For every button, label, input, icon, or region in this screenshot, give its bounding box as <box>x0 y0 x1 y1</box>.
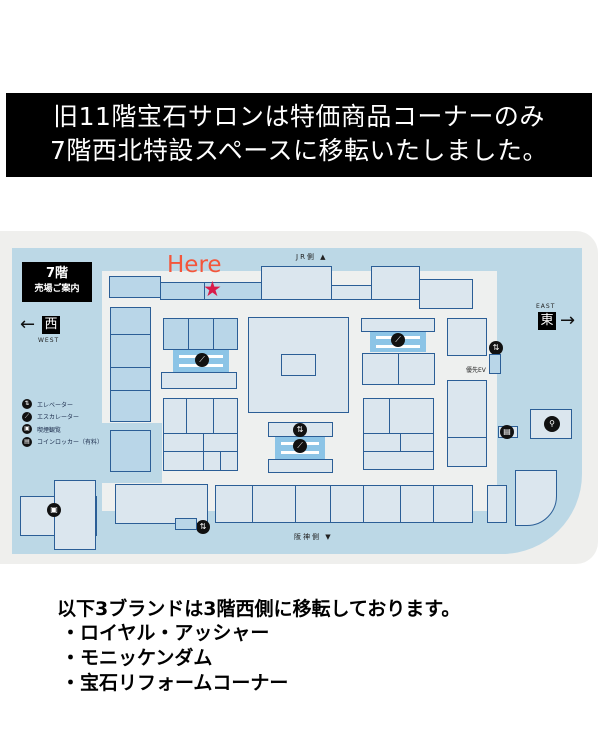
elevator-icon: ⇅ <box>489 341 503 355</box>
east-english: EAST <box>536 303 556 310</box>
priority-elevator[interactable] <box>489 354 501 374</box>
priority-elevator[interactable] <box>175 518 197 530</box>
shop-block[interactable] <box>203 451 221 471</box>
west-label: 西 <box>42 316 60 334</box>
elevator-icon: ⇅ <box>22 399 32 409</box>
current-location-star-icon: ★ <box>203 277 222 301</box>
shop-block[interactable] <box>361 318 435 332</box>
shop-block[interactable] <box>331 285 372 300</box>
brand-item: ・宝石リフォームコーナー <box>61 672 289 694</box>
shop-block[interactable] <box>188 318 214 350</box>
legend-item: ⇅エレベーター <box>22 398 103 410</box>
east-arrow-icon: → <box>560 310 576 331</box>
shop-block[interactable] <box>161 372 237 389</box>
southwest-block-part[interactable] <box>54 480 96 550</box>
shop-block[interactable] <box>110 334 151 368</box>
shop-block[interactable] <box>109 276 161 298</box>
banner-line-1: 旧11階宝石サロンは特価商品コーナーのみ <box>53 102 545 131</box>
shop-block[interactable] <box>363 451 434 470</box>
shop-block[interactable] <box>447 380 487 438</box>
shop-block[interactable] <box>268 459 333 473</box>
escalator-icon: ⟋ <box>391 333 405 347</box>
announcement-banner: 旧11階宝石サロンは特価商品コーナーのみ 7階西北特設スペースに移転いたしました… <box>6 93 592 177</box>
restroom-icon: ⚲ <box>544 416 560 432</box>
brand-item: ・モニッケンダム <box>61 647 213 669</box>
shop-block[interactable] <box>371 266 420 300</box>
smoking-area-icon: ▣ <box>47 503 61 517</box>
map-legend: ⇅エレベーター ⟋エスカレーター ▣喫煙観覧 ▤コインロッカー（有料） <box>22 398 103 448</box>
east-label: 東 <box>538 312 556 330</box>
shop-block[interactable] <box>389 398 434 434</box>
shop-block[interactable] <box>330 485 364 523</box>
shop-block[interactable] <box>487 485 507 523</box>
shop-block[interactable] <box>160 282 205 300</box>
shop-block[interactable] <box>203 433 238 452</box>
shop-block[interactable] <box>163 318 189 350</box>
shop-block[interactable] <box>163 398 187 434</box>
brand-item: ・ロイヤル・アッシャー <box>61 622 270 644</box>
shop-block[interactable] <box>295 485 331 523</box>
shop-block[interactable] <box>215 485 253 523</box>
shop-block[interactable] <box>363 485 401 523</box>
shop-block[interactable] <box>110 390 151 422</box>
banner-line-2: 7階西北特設スペースに移転いたしました。 <box>50 136 548 165</box>
notice-heading: 以下3ブランドは3階西側に移転しております。 <box>57 598 461 620</box>
shop-block[interactable] <box>362 353 399 385</box>
coin-locker-icon: ▤ <box>500 425 514 439</box>
escalator-icon: ⟋ <box>195 353 209 367</box>
west-english: WEST <box>38 337 60 344</box>
relocation-notice: 以下3ブランドは3階西側に移転しております。 ・ロイヤル・アッシャー ・モニッケ… <box>57 597 460 696</box>
floor-title: 7階 売場ご案内 <box>22 262 92 302</box>
shop-block[interactable] <box>213 398 238 434</box>
shop-block[interactable] <box>163 451 204 471</box>
here-label: Here <box>167 252 222 278</box>
shop-block[interactable] <box>400 485 434 523</box>
shop-block[interactable] <box>110 367 151 391</box>
shop-block[interactable] <box>363 433 401 452</box>
elevator-icon: ⇅ <box>293 423 307 437</box>
priority-ev-label: 優先EV <box>466 367 486 374</box>
central-inner-block[interactable] <box>281 354 316 376</box>
smoking-area-icon: ▣ <box>22 424 32 434</box>
shop-block[interactable] <box>163 433 204 452</box>
west-arrow-icon: ← <box>20 314 36 335</box>
shop-block[interactable] <box>400 433 434 452</box>
coin-locker-icon: ▤ <box>22 436 32 447</box>
elevator-icon: ⇅ <box>196 520 210 534</box>
hanshin-side-label: 阪神側 ▼ <box>294 533 333 541</box>
shop-block[interactable] <box>220 451 238 471</box>
shop-block[interactable] <box>110 430 151 472</box>
shop-block[interactable] <box>115 484 208 524</box>
legend-item: ⟋エスカレーター <box>22 411 103 423</box>
shop-block[interactable] <box>447 437 487 467</box>
shop-block[interactable] <box>213 318 238 350</box>
shop-block[interactable] <box>433 485 473 523</box>
jr-side-label: JR側 ▲ <box>296 253 328 261</box>
floor-subtitle: 売場ご案内 <box>34 284 80 294</box>
shop-block[interactable] <box>447 318 487 356</box>
floor-number: 7階 <box>45 266 69 281</box>
shop-block[interactable] <box>261 266 332 300</box>
legend-item: ▤コインロッカー（有料） <box>22 436 103 448</box>
shop-block[interactable] <box>419 279 473 309</box>
legend-item: ▣喫煙観覧 <box>22 423 103 435</box>
shop-block[interactable] <box>363 398 390 434</box>
shop-block[interactable] <box>110 307 151 335</box>
shop-block[interactable] <box>252 485 296 523</box>
escalator-icon: ⟋ <box>22 411 32 422</box>
shop-block[interactable] <box>398 353 435 385</box>
escalator-icon: ⟋ <box>293 439 307 453</box>
shop-block[interactable] <box>186 398 214 434</box>
